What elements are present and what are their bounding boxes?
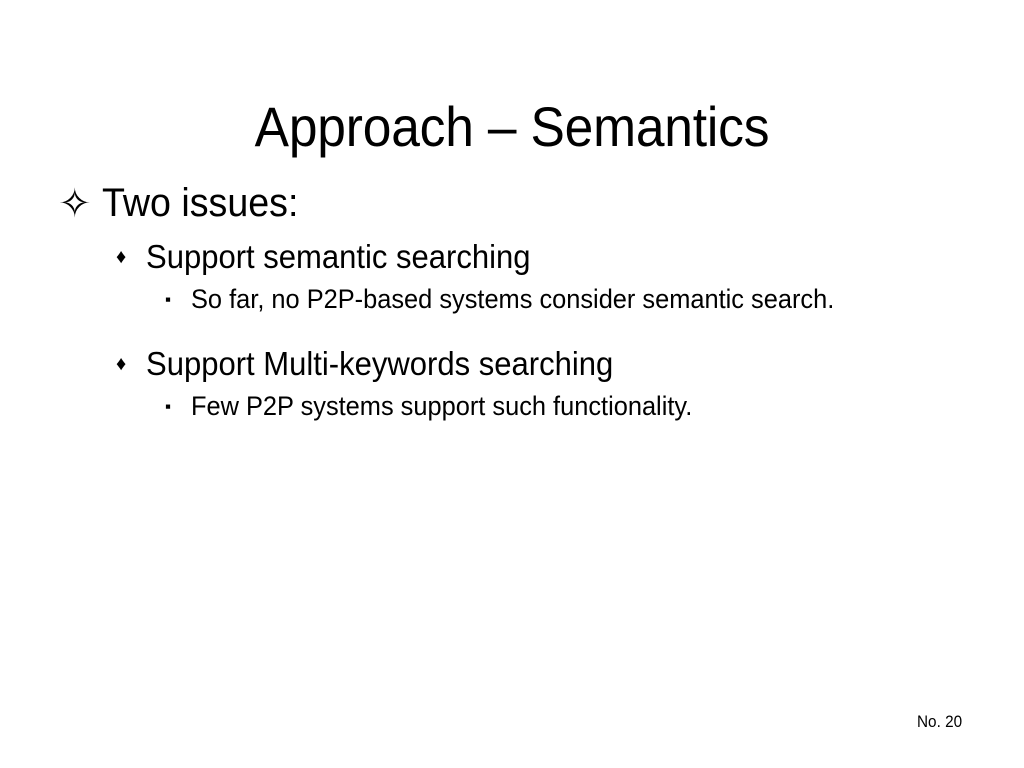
slide-number: No. 20 — [916, 712, 962, 731]
bullet-level1: ✧ Two issues: — [58, 180, 978, 227]
filled-diamond-icon: ♦ — [116, 353, 127, 375]
bullet-level2-support-semantic-searching: ♦ Support semantic searching — [58, 237, 978, 277]
group-spacer — [58, 322, 978, 344]
bullet-level3-label: So far, no P2P-based systems consider se… — [191, 284, 835, 314]
slide-title: Approach – Semantics — [254, 94, 770, 158]
bullet-level1-label: Two issues: — [102, 181, 299, 225]
small-filled-square-icon: ▪ — [165, 290, 172, 309]
filled-diamond-icon: ♦ — [116, 246, 127, 268]
bullet-level2-label: Support semantic searching — [146, 238, 531, 275]
bullet-level3-few-p2p-functionality: ▪ Few P2P systems support such functiona… — [58, 388, 978, 425]
bullet-level2-label: Support Multi-keywords searching — [146, 345, 614, 382]
four-pointed-star-outline-icon: ✧ — [58, 182, 92, 226]
small-filled-square-icon: ▪ — [165, 397, 172, 416]
slide-body: ✧ Two issues: ♦ Support semantic searchi… — [58, 180, 978, 429]
bullet-level2-support-multi-keywords-searching: ♦ Support Multi-keywords searching — [58, 344, 978, 384]
bullet-level3-no-p2p-semantic-search: ▪ So far, no P2P-based systems consider … — [58, 281, 978, 318]
bullet-level3-label: Few P2P systems support such functionali… — [191, 391, 693, 421]
